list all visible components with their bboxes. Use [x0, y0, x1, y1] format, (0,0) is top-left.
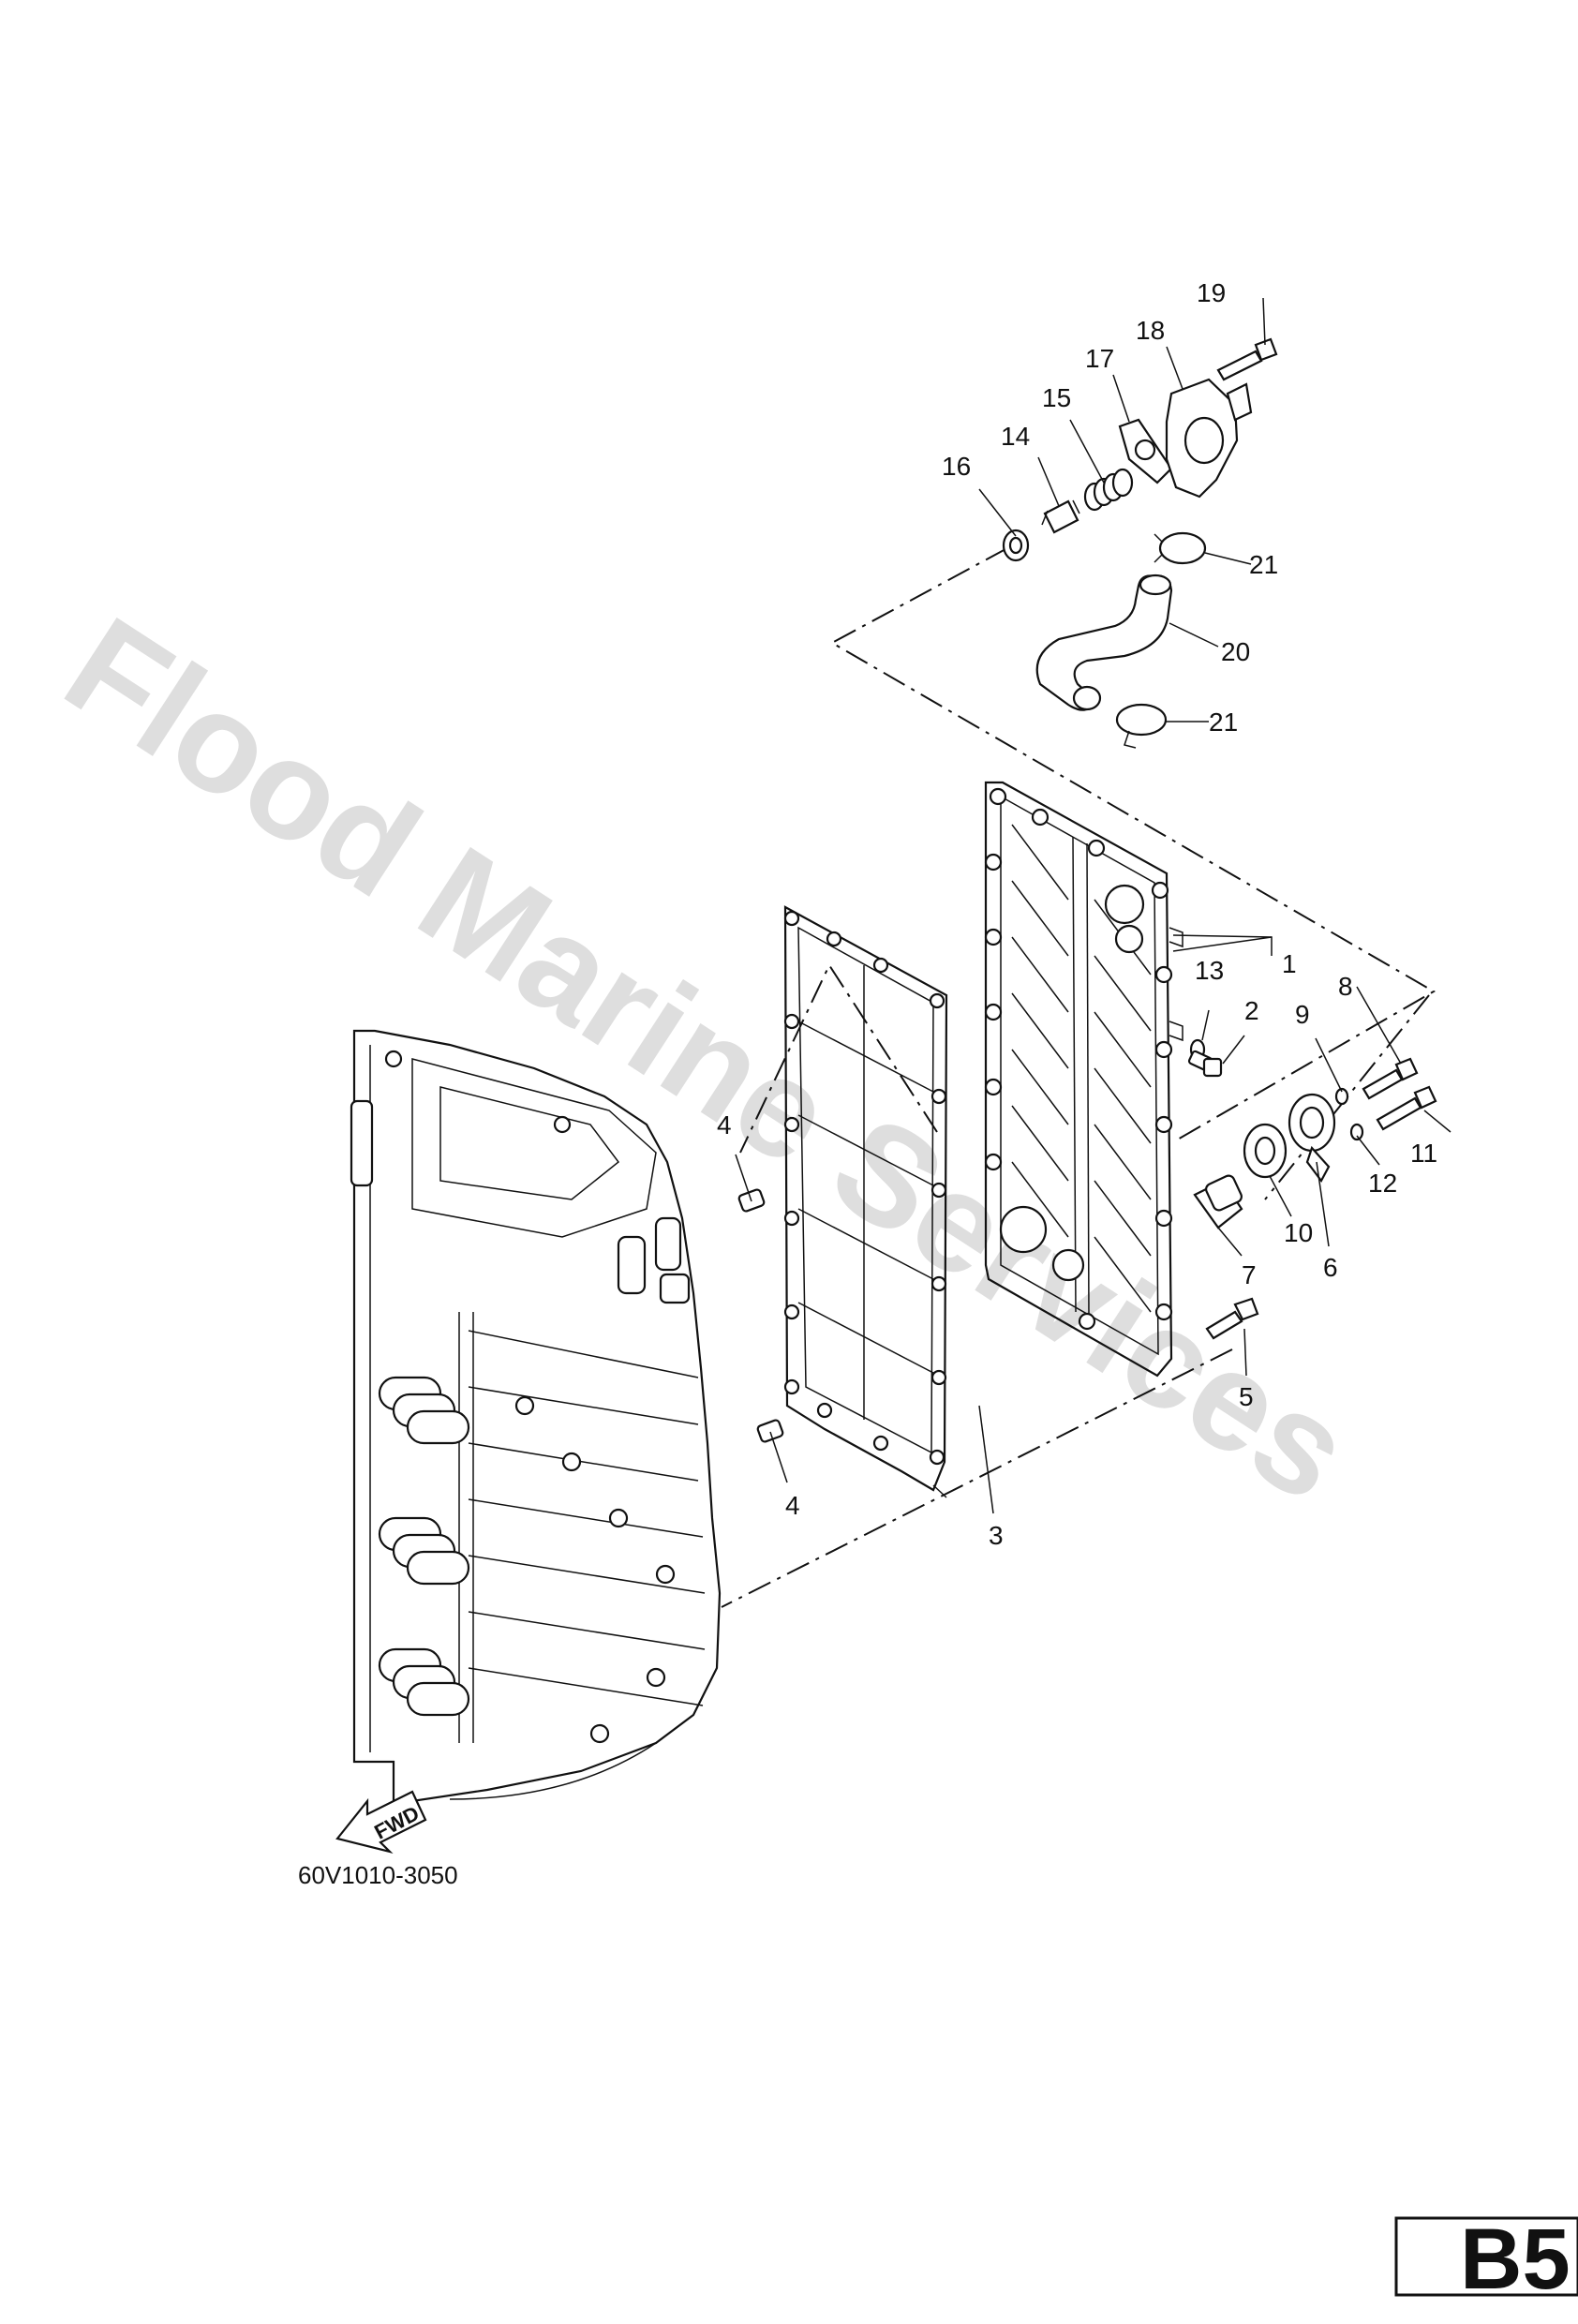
part-16-union: [1002, 529, 1030, 562]
callout-4-lower: 4: [785, 1491, 800, 1520]
part-10-grommet: [1243, 1123, 1288, 1179]
watermark-text: Flood Marine Services: [40, 587, 1377, 1531]
page-tag-box: [1394, 2216, 1578, 2297]
part-15-spring: [1083, 468, 1134, 512]
watermark: Flood Marine Services: [40, 587, 1377, 1531]
callout-2: 2: [1244, 996, 1259, 1025]
part-9-washer: [1334, 1087, 1349, 1106]
callout-9: 9: [1295, 1000, 1310, 1029]
part-19-bolt: [1216, 337, 1278, 381]
callout-20: 20: [1221, 637, 1250, 666]
part-2-plug: [1187, 1050, 1223, 1078]
callout-16: 16: [942, 452, 971, 481]
fwd-arrow: FWD: [335, 1790, 427, 1855]
drawing-code: 60V1010-3050: [298, 1861, 458, 1889]
cover-bolt-bosses: [984, 787, 1173, 1331]
callout-6: 6: [1323, 1253, 1338, 1282]
part-14-valve: [1041, 499, 1080, 534]
part-21-clamp-lower: [1115, 703, 1168, 749]
part-17-gasket: [1118, 418, 1173, 484]
part-6-housing: [1288, 1093, 1336, 1184]
callout-19: 19: [1197, 278, 1226, 307]
callout-7: 7: [1242, 1260, 1257, 1289]
block-bosses-lower: [378, 1647, 470, 1717]
part-7-sensor: [1193, 1174, 1243, 1229]
leader-lines: [735, 297, 1451, 1514]
part-11-bolt: [1376, 1085, 1437, 1131]
callout-11: 11: [1410, 1139, 1437, 1168]
callout-5: 5: [1239, 1382, 1254, 1411]
callout-numbers: 1 2 3 4 4 5 6 7 8 9 10 11 12 13 14 15 16…: [717, 278, 1437, 1550]
cover-ribs: [1011, 824, 1152, 1313]
callout-10: 10: [1284, 1218, 1313, 1247]
part-4-bolt-lower: [756, 1419, 784, 1443]
block-bosses-middle: [378, 1516, 470, 1586]
page-tag: B5: [1394, 2212, 1578, 2307]
part-21-clamp-upper: [1154, 531, 1207, 565]
cylinder-block: [350, 1029, 722, 1806]
callout-1: 1: [1282, 949, 1297, 978]
callout-15: 15: [1042, 383, 1071, 412]
callout-14: 14: [1001, 422, 1030, 451]
callout-3: 3: [989, 1521, 1004, 1550]
page-tag-text: B5: [1460, 2212, 1571, 2307]
gasket-bolt-holes: [783, 910, 947, 1466]
callout-8: 8: [1338, 972, 1353, 1001]
callout-13: 13: [1195, 956, 1224, 985]
callout-21-upper: 21: [1249, 550, 1278, 579]
block-bosses-upper: [378, 1376, 470, 1445]
part-20-hose: [1035, 574, 1173, 711]
callout-17: 17: [1085, 344, 1114, 373]
callout-4-upper: 4: [717, 1110, 732, 1140]
callout-18: 18: [1136, 316, 1165, 345]
part-12-washer: [1349, 1123, 1364, 1141]
callout-12: 12: [1368, 1169, 1397, 1198]
part-8-bolt: [1362, 1057, 1419, 1100]
gasket: [783, 905, 948, 1498]
part-5-bolt: [1205, 1297, 1259, 1340]
exhaust-cover: [984, 781, 1184, 1378]
callout-21-lower: 21: [1209, 708, 1238, 737]
part-18-elbow-fitting: [1165, 378, 1253, 499]
